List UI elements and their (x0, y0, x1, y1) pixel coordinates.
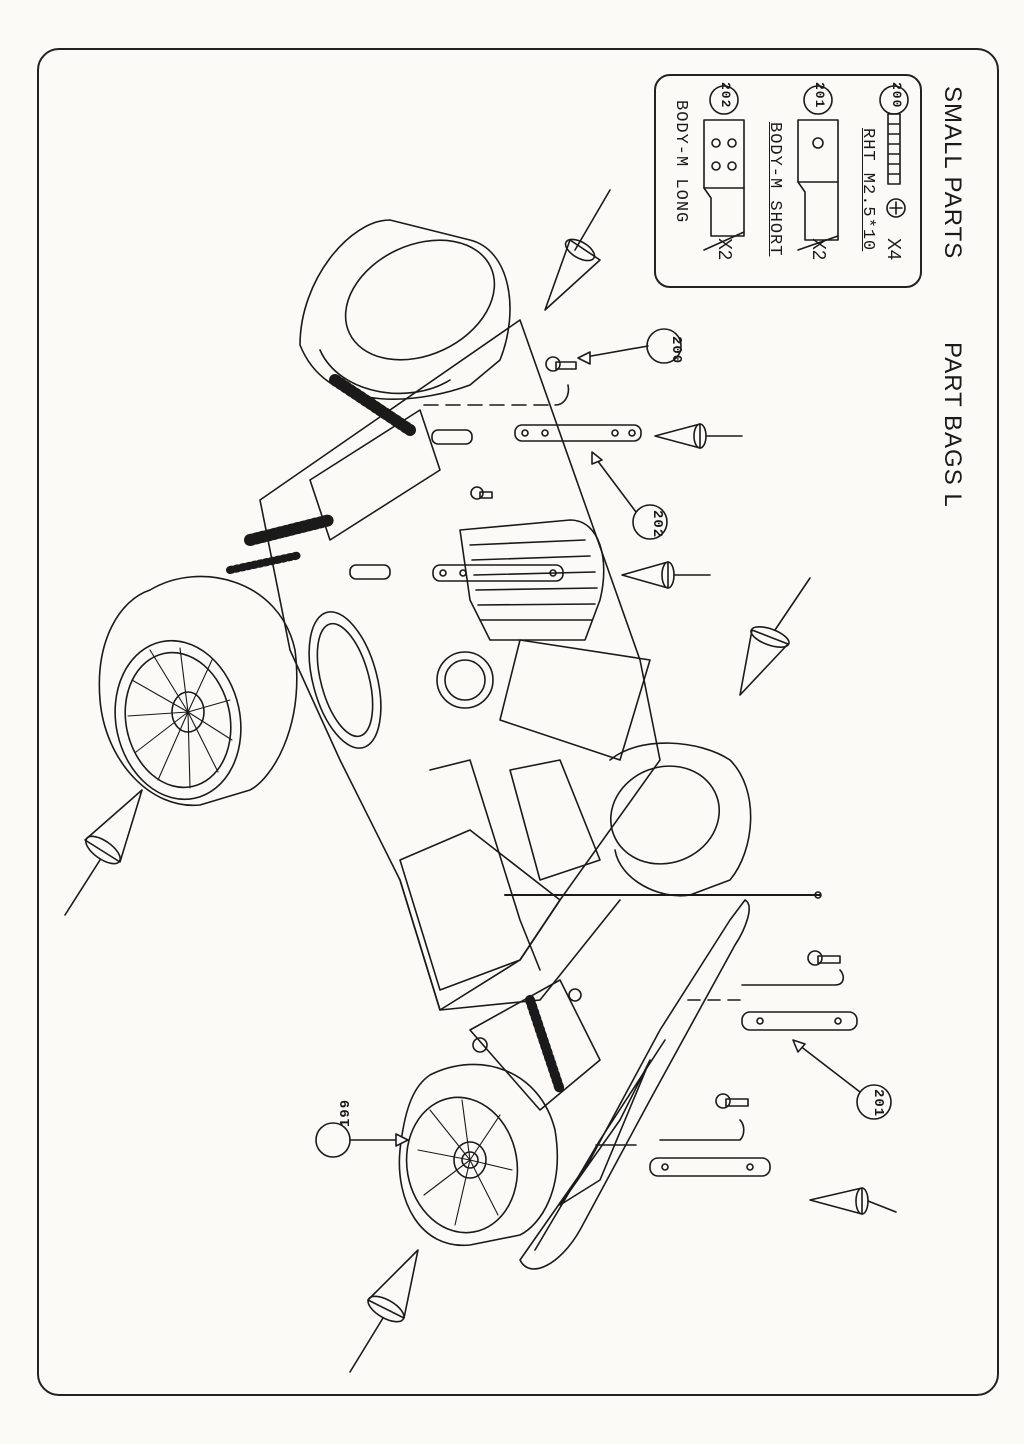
arrow-cone-icon (654, 423, 743, 449)
front-left-wheel (398, 1063, 559, 1247)
rear-left-wheel (98, 575, 298, 807)
rear-shock-springs (226, 374, 416, 574)
small-parts-box (654, 74, 922, 288)
arrow-cone-icon (544, 189, 611, 311)
arrow-cone-icon (621, 561, 711, 589)
chassis-plate (259, 319, 661, 1011)
servo-and-linkage (399, 759, 822, 991)
body-screw-icon (715, 1093, 749, 1109)
page-border (37, 48, 999, 1396)
exploded-screws (470, 356, 841, 1109)
legend-callout-circles (709, 85, 833, 115)
engine-head (436, 519, 651, 881)
body-screw-icon (470, 486, 493, 500)
rear-right-wheel (299, 219, 511, 400)
front-bumper-plate (519, 899, 750, 1270)
front-right-wheel (609, 742, 752, 897)
body-screw-icon (807, 950, 841, 966)
long-body-mount-icon (703, 119, 745, 251)
body-screw-icon (545, 356, 577, 372)
short-body-mount-icon (797, 119, 839, 251)
rear-body-posts (349, 384, 642, 582)
spur-gear (308, 611, 382, 749)
direction-arrows (64, 189, 897, 1373)
arrow-cone-icon (349, 1249, 419, 1373)
front-body-posts (595, 969, 858, 1177)
callouts (315, 328, 892, 1158)
arrow-cone-icon (64, 789, 143, 916)
arrow-cone-icon (809, 1187, 897, 1215)
arrow-cone-icon (739, 577, 811, 696)
screw-icon (879, 85, 909, 218)
front-suspension (469, 979, 601, 1111)
